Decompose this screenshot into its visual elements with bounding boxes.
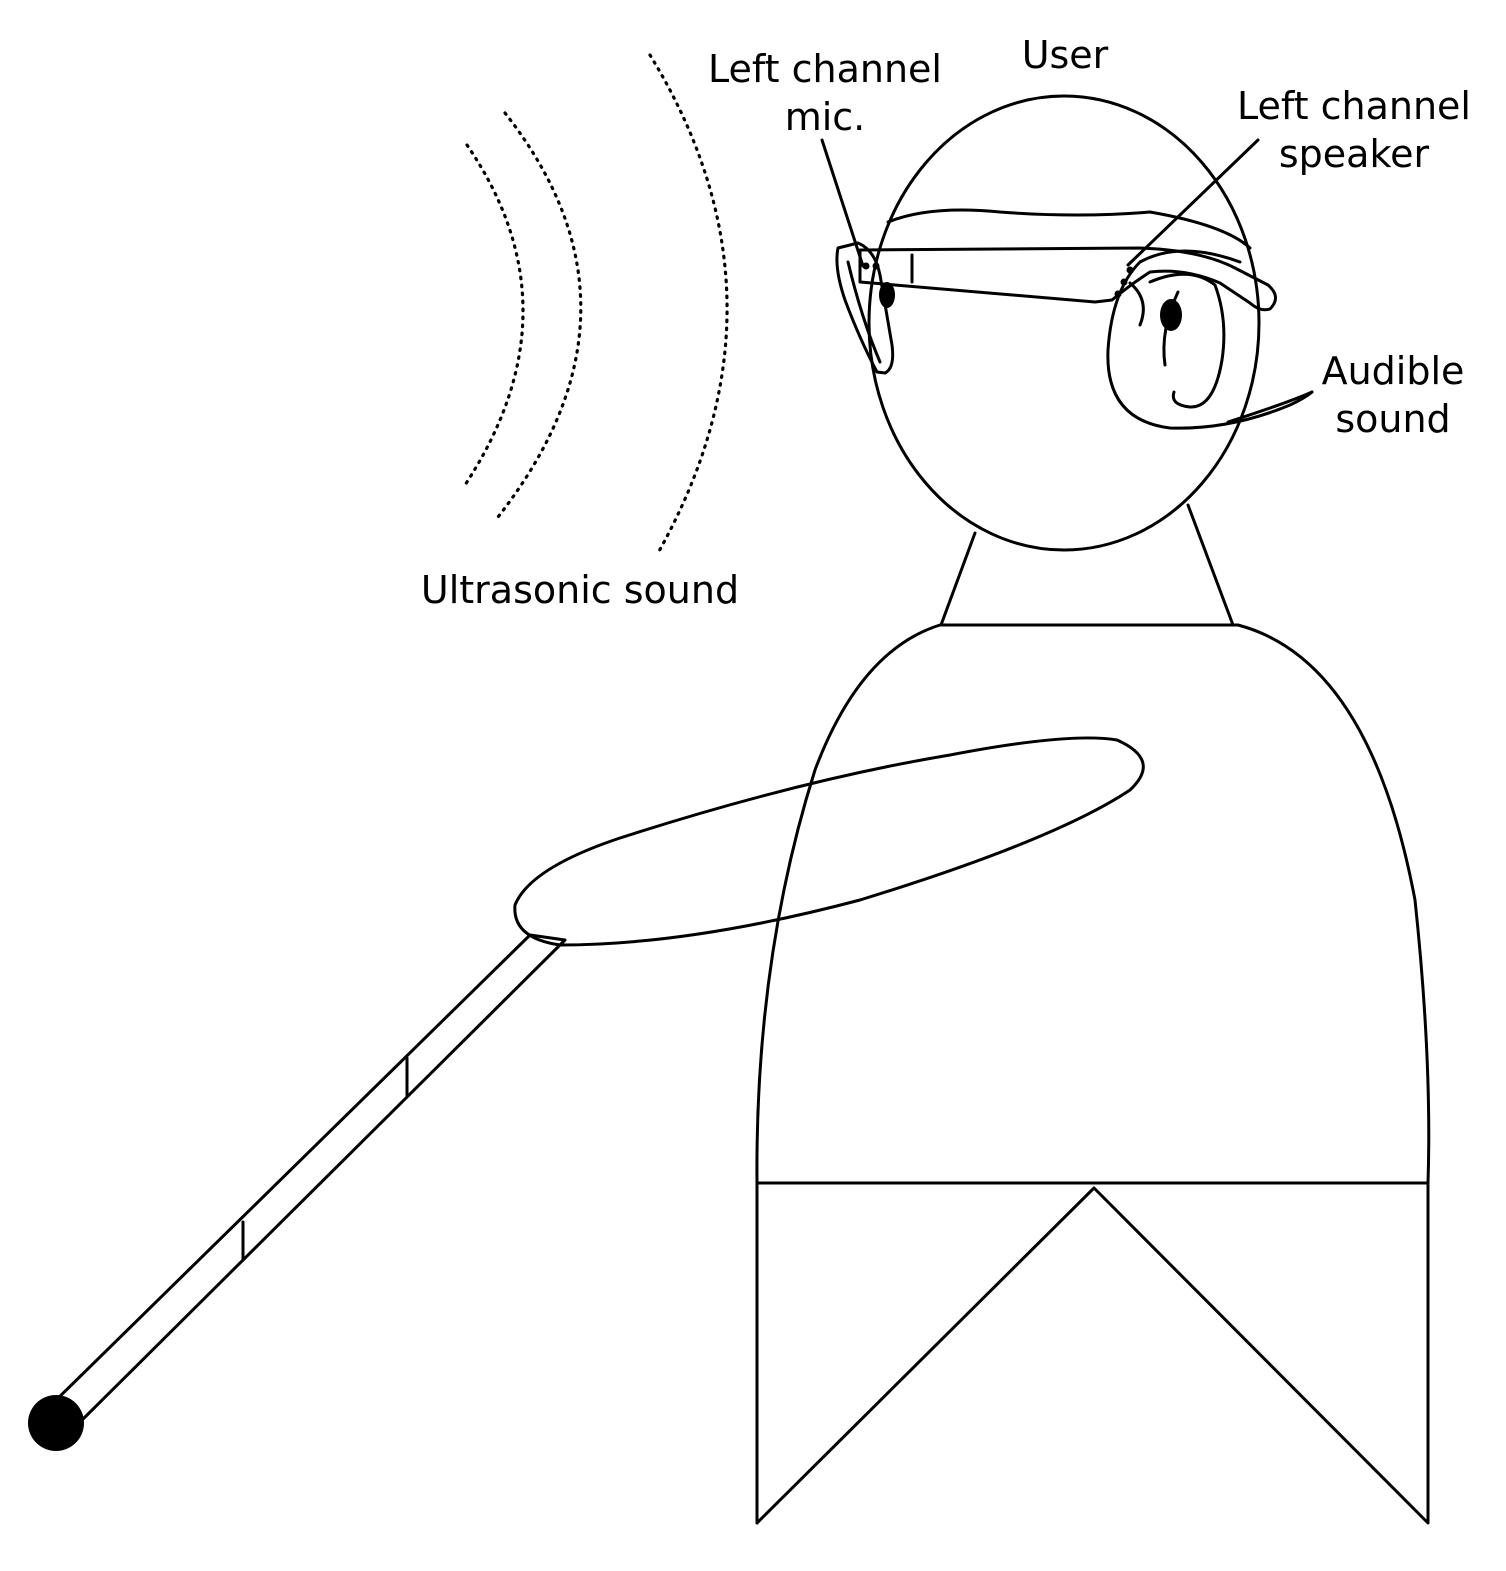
label-ultrasonic-sound: Ultrasonic sound — [421, 568, 739, 612]
ear-outer — [1106, 249, 1314, 430]
ultrasonic-wave-middle — [496, 111, 583, 519]
left-mic-dot-2 — [872, 262, 880, 270]
ear-inner — [1148, 272, 1226, 409]
smart-glasses — [835, 241, 1277, 375]
label-audible-line1: Audible — [1322, 349, 1465, 393]
leader-audible-sound — [1226, 390, 1314, 424]
white-cane — [28, 933, 567, 1451]
left-speaker-dot-1 — [1114, 290, 1122, 298]
user-torso — [755, 623, 1431, 1185]
ultrasonic-wave-inner — [463, 143, 525, 487]
cane-tip — [28, 1395, 84, 1451]
ultrasonic-waves — [463, 53, 729, 555]
glasses-frame-inner — [846, 260, 882, 364]
leader-left-mic — [820, 138, 865, 268]
glasses-front-frame — [835, 241, 895, 375]
label-left-speaker-line2: speaker — [1279, 132, 1430, 176]
user-neck-right — [1186, 503, 1235, 627]
label-left-mic-line1: Left channel — [708, 47, 942, 91]
ear-canal-arc — [1128, 281, 1145, 327]
user-neck-left — [939, 531, 977, 627]
user-arm — [513, 736, 1145, 947]
ultrasonic-wave-outer — [648, 53, 729, 555]
left-speaker-dot-2 — [1120, 278, 1128, 286]
user-hairline — [886, 208, 1252, 250]
label-audible-line2: sound — [1335, 397, 1450, 441]
label-user: User — [1022, 33, 1109, 77]
left-mic-dot-1 — [862, 262, 870, 270]
ear-canal-dot — [1160, 299, 1182, 331]
left-speaker-dot-3 — [1126, 266, 1134, 274]
eye-dot — [879, 282, 895, 308]
user-head — [867, 94, 1261, 552]
user-lower-body — [755, 1181, 1430, 1525]
glasses-temple-arm — [858, 246, 1277, 312]
leader-left-speaker — [1126, 138, 1260, 267]
cane-shaft — [46, 933, 567, 1432]
ear-fold — [1162, 290, 1180, 367]
label-left-mic-line2: mic. — [785, 95, 866, 139]
label-left-speaker-line1: Left channel — [1237, 84, 1471, 128]
